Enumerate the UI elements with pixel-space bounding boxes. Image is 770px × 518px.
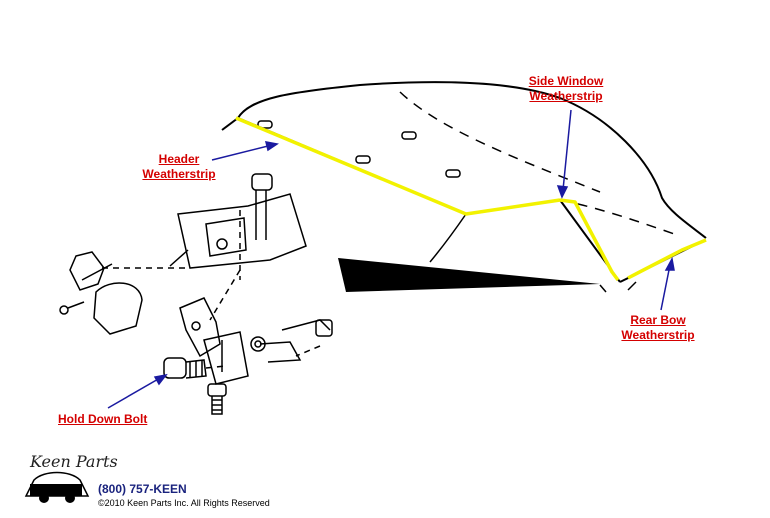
arrow-icon (556, 185, 569, 199)
arrow-icon (153, 373, 168, 386)
header-weatherstrip-label: Header Weatherstrip (138, 152, 220, 182)
side-window-label-line2: Weatherstrip (529, 89, 603, 103)
side-window-weatherstrip-highlight (559, 198, 620, 282)
header-arrow-icon (211, 144, 273, 161)
brand-name: Keen Parts (30, 452, 118, 471)
weatherstrip-highlights (235, 116, 707, 282)
hold-down-bolt-label: Hold Down Bolt (58, 412, 148, 426)
rear-bow-weatherstrip-highlight (627, 238, 707, 280)
keen-parts-logo-icon (24, 471, 90, 503)
rear-bow-weatherstrip-label: Rear Bow Weatherstrip (616, 313, 700, 343)
rear-bow-label-line1: Rear Bow (630, 313, 686, 327)
phone-number: (800) 757-KEEN (98, 482, 187, 496)
side-window-glass (338, 258, 600, 292)
arrow-icon (264, 141, 279, 152)
side-window-weatherstrip-label: Side Window Weatherstrip (524, 74, 608, 104)
hardtop-roof (221, 81, 707, 293)
header-label-line1: Header (158, 152, 200, 166)
header-weatherstrip-highlight (235, 116, 561, 216)
hold-down-hardware (59, 173, 333, 415)
side-window-arrow-icon (562, 109, 572, 191)
callout-arrows (107, 109, 675, 409)
copyright-notice: ©2010 Keen Parts Inc. All Rights Reserve… (98, 498, 270, 508)
header-label-line2: Weatherstrip (142, 167, 216, 181)
side-window-label-line1: Side Window (528, 74, 604, 88)
arrow-icon (664, 256, 675, 271)
hold-down-bolt-arrow-icon (107, 377, 161, 409)
roof-slots (257, 120, 461, 178)
rear-bow-arrow-icon (660, 264, 671, 311)
rear-bow-label-line2: Weatherstrip (621, 328, 695, 342)
